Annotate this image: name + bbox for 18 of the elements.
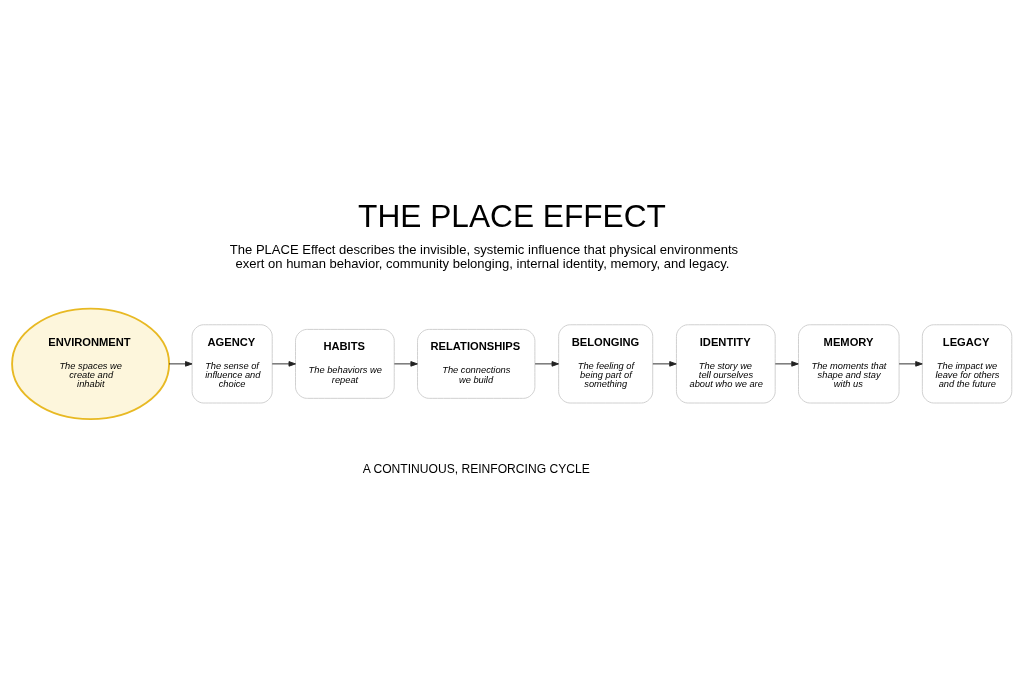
node-box: LEGACY The impact we leave for others and the future	[921, 323, 1013, 403]
node-box: MEMORY The moments that shape and stay with us	[798, 323, 900, 403]
arrow	[168, 360, 193, 367]
arrow	[774, 360, 799, 367]
label: The PLACE Effect describes the invisible, systemic influence that physical environments exert on human behavior, community belonging, internal identity, memory, and legacy.	[229, 241, 739, 271]
node-box: RELATIONSHIPS The connections we build	[417, 328, 536, 399]
node-box: HABITS The behaviors we repeat	[295, 328, 395, 399]
node-box: IDENTITY The story we tell ourselves about who we are	[676, 323, 776, 403]
arrow	[534, 360, 559, 367]
arrow	[652, 360, 677, 367]
node-box: BELONGING The feeling of being part of something	[558, 323, 654, 403]
node-box: AGENCY The sense of influence and choice	[191, 323, 273, 403]
label: A CONTINUOUS, REINFORCING CYCLE	[362, 461, 590, 476]
diagram-title: THE PLACE EFFECT	[358, 197, 666, 234]
arrow	[898, 360, 923, 367]
arrow	[271, 360, 296, 367]
node-ellipse: ENVIRONMENT The spaces we create and inhabit	[11, 307, 171, 420]
arrow	[393, 360, 418, 367]
